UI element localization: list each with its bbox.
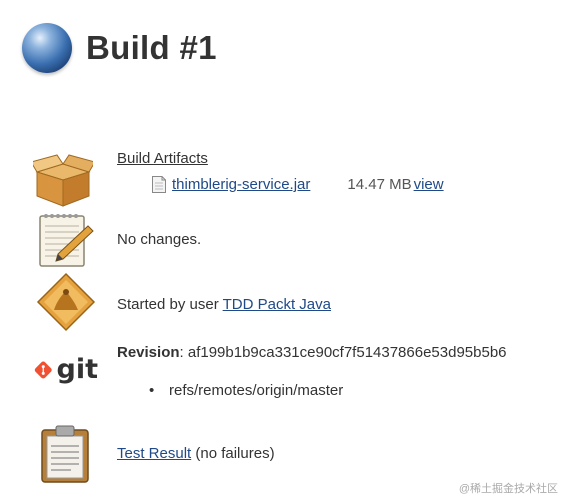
artifact-file-size: 14.47 MB xyxy=(347,176,412,193)
artifact-view-link[interactable]: view xyxy=(413,176,444,193)
test-result-link[interactable]: Test Result xyxy=(117,445,192,462)
notepad-icon xyxy=(36,208,96,273)
blue-ball-icon xyxy=(22,23,72,73)
cause-row: Started by user TDD Packt Java xyxy=(117,296,331,314)
user-link[interactable]: TDD Packt Java xyxy=(222,296,331,313)
git-logo-icon: git xyxy=(34,355,98,385)
revision-row: Revision: af199b1b9ca331ce90cf7f51437866… xyxy=(117,344,507,362)
build-header: Build #1 xyxy=(22,20,217,76)
test-result-row: Test Result (no failures) xyxy=(117,445,275,463)
clipboard-icon xyxy=(36,424,96,489)
user-trigger-icon xyxy=(36,272,96,337)
cause-prefix: Started by user xyxy=(117,296,223,313)
revision-hash: : af199b1b9ca331ce90cf7f51437866e53d95b5… xyxy=(179,344,507,361)
artifact-file-link[interactable]: thimblerig-service.jar xyxy=(172,176,311,193)
watermark: @稀土掘金技术社区 xyxy=(458,483,558,495)
file-icon xyxy=(152,176,166,193)
build-artifacts-link[interactable]: Build Artifacts xyxy=(117,150,208,167)
branch-list: refs/remotes/origin/master xyxy=(149,382,343,399)
page-title: Build #1 xyxy=(86,29,217,66)
list-item: refs/remotes/origin/master xyxy=(149,382,343,399)
revision-label: Revision xyxy=(117,344,180,361)
artifact-file-row: thimblerig-service.jar 14.47 MB view xyxy=(152,176,444,193)
changes-text: No changes. xyxy=(117,231,202,248)
package-box-icon xyxy=(30,150,96,215)
test-result-suffix: (no failures) xyxy=(191,445,275,462)
